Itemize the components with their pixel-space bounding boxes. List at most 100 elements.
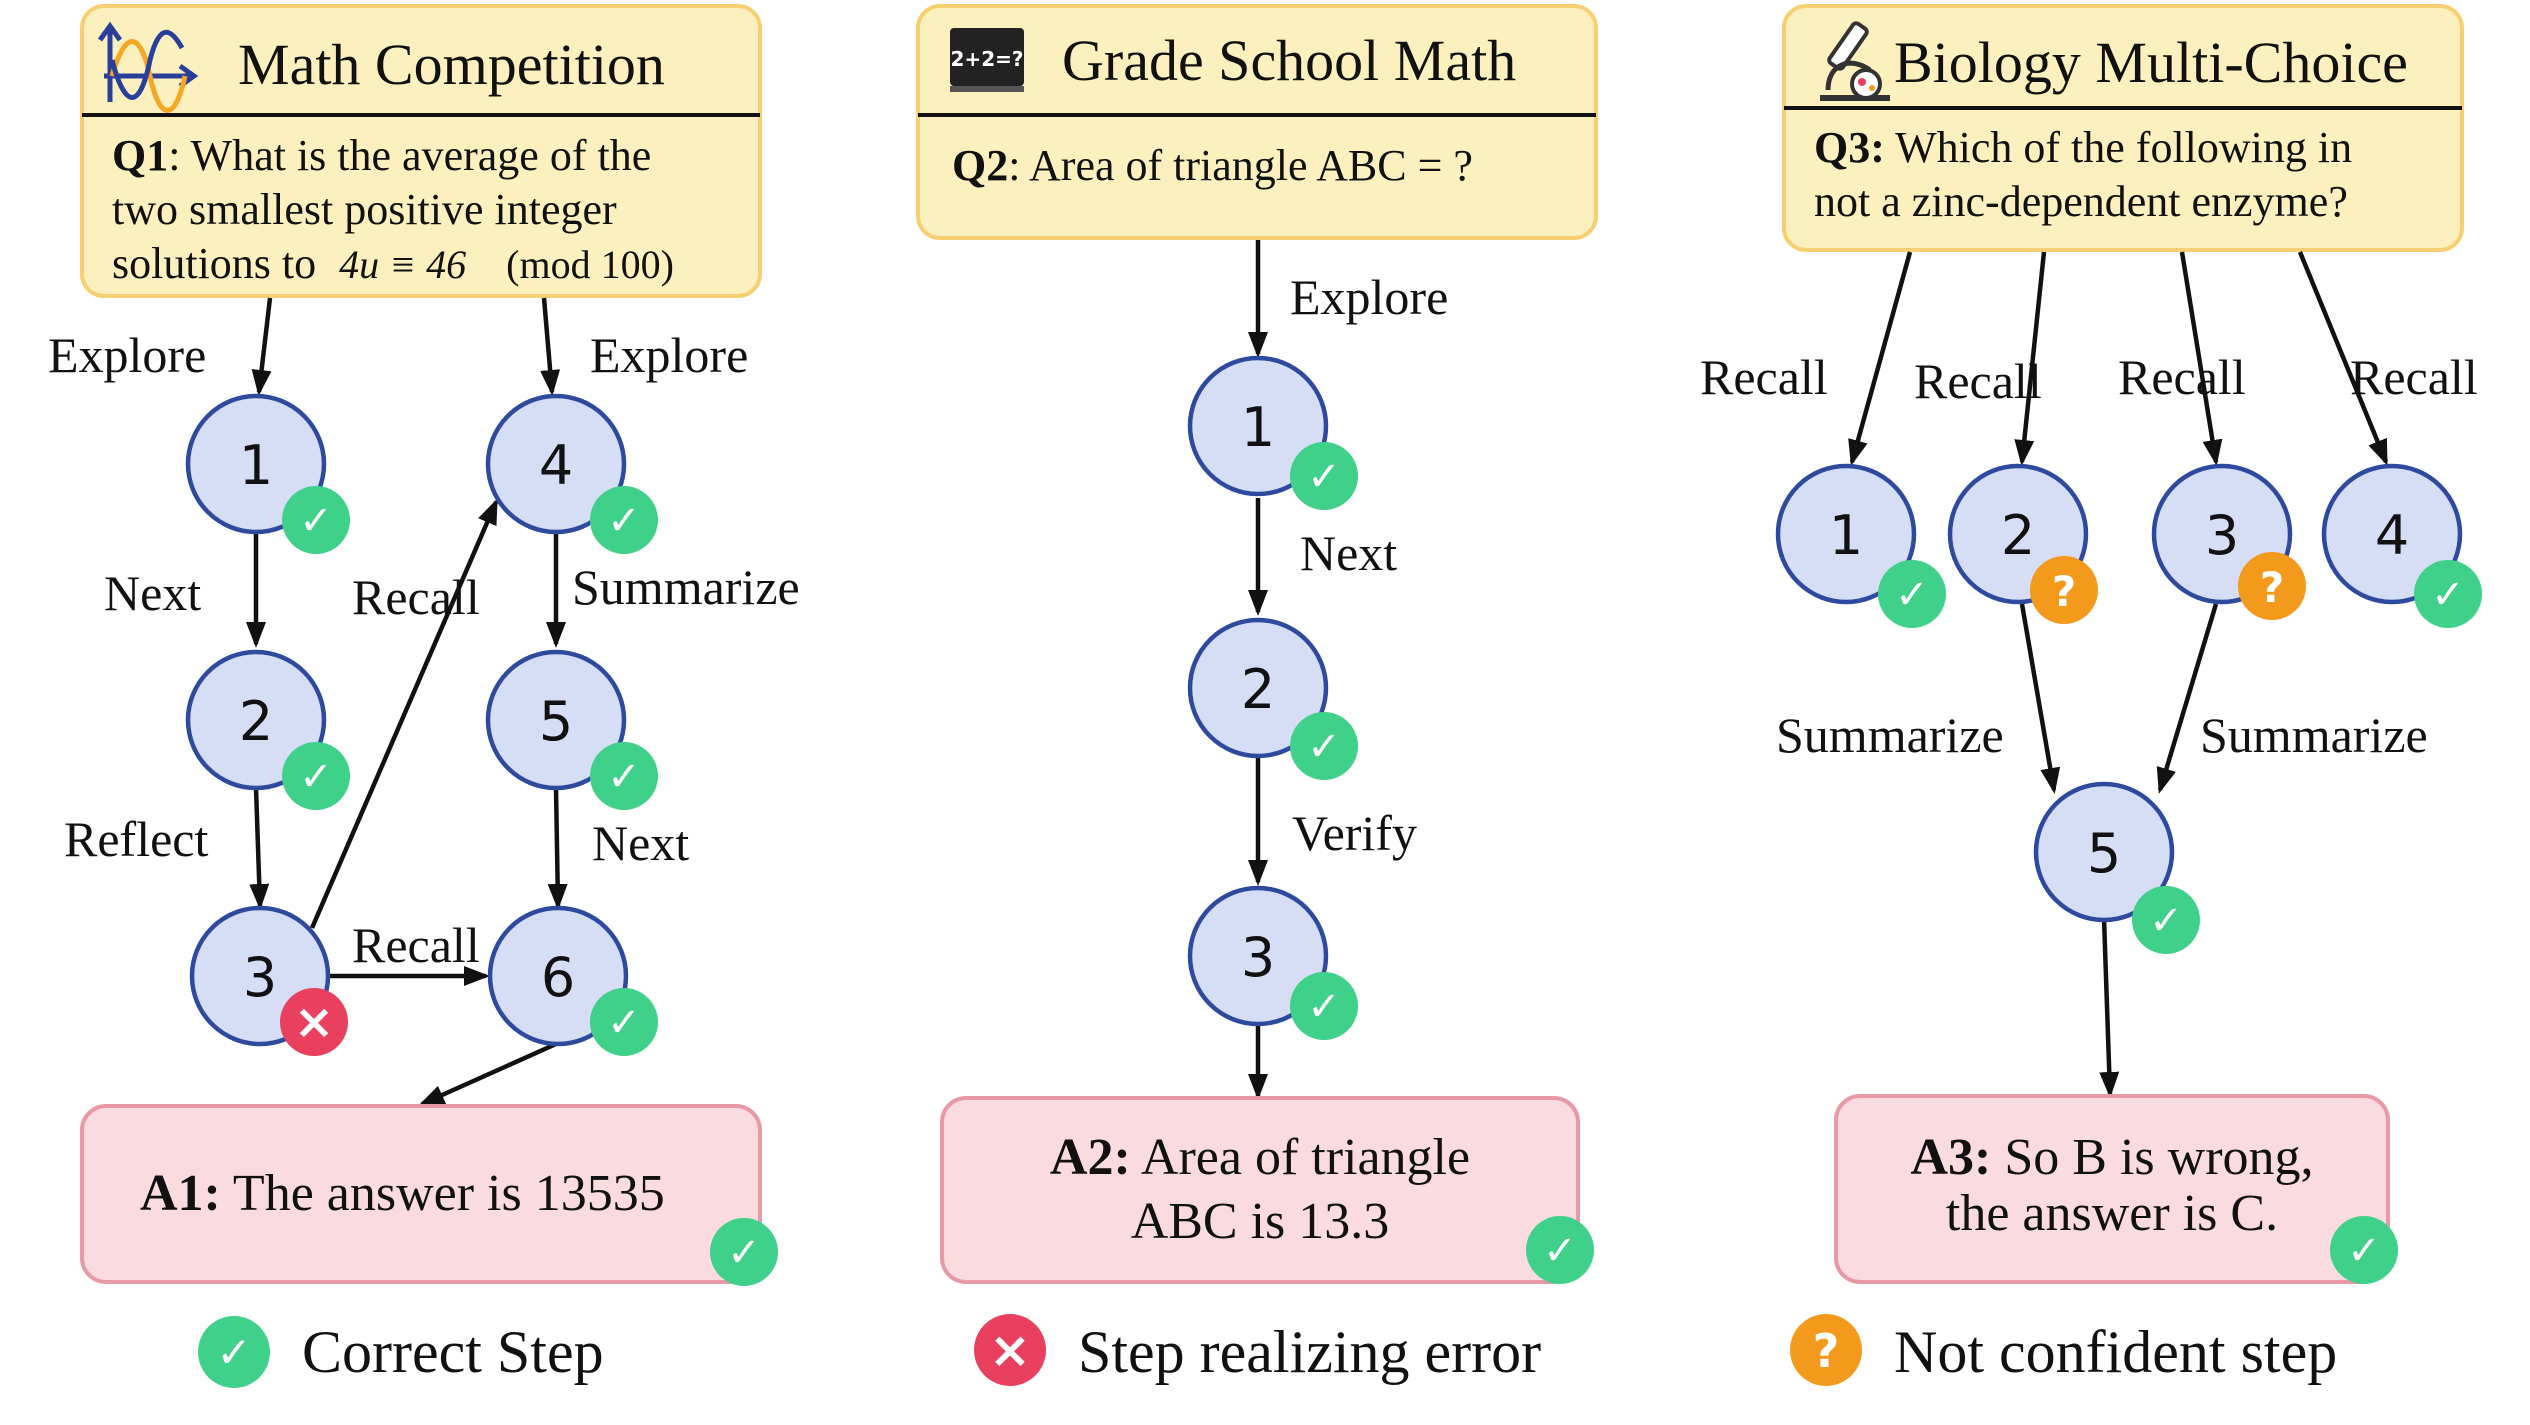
edge-q3-to-3: [2179, 251, 2223, 466]
edge-label-explore: Explore: [590, 327, 748, 383]
svg-text:✓: ✓: [299, 498, 333, 544]
svg-text:5: 5: [539, 690, 573, 753]
question-text-line-2: not a zinc-dependent enzyme?: [1814, 177, 2348, 226]
edge-label-summarize: Summarize: [1776, 707, 2004, 763]
svg-text:✓: ✓: [1307, 984, 1341, 1030]
edge-label-reflect: Reflect: [64, 811, 208, 867]
correct-check-icon: ✓: [590, 742, 658, 810]
edge-label-next: Next: [592, 815, 689, 871]
svg-text:✓: ✓: [1895, 572, 1929, 618]
svg-text:✓: ✓: [607, 754, 641, 800]
microscope-icon: [1820, 21, 1890, 101]
step-node: 2: [1187, 617, 1329, 759]
question-box-q1: [80, 4, 762, 298]
answer-text-line-1: A3: So B is wrong,: [1910, 1129, 2313, 1186]
answer-box-a1: [80, 1104, 762, 1284]
question-text-line-1: Q3: Which of the following in: [1814, 123, 2352, 172]
svg-text:✓: ✓: [727, 1230, 761, 1276]
panel-grade-school-math: 2+2=? Grade School Math Q2: Area of tria…: [916, 4, 1598, 1284]
edge-5-to-a3: [2099, 917, 2120, 1098]
step-node: 2: [185, 649, 327, 791]
correct-check-icon: ✓: [590, 486, 658, 554]
answer-text-line-2: the answer is C.: [1946, 1185, 2278, 1242]
correct-check-icon: ✓: [2132, 886, 2200, 954]
answer-box-a3: [1834, 1094, 2390, 1284]
svg-text:✓: ✓: [607, 1000, 641, 1046]
svg-text:×: ×: [989, 1321, 1031, 1379]
edge-3-to-4: [309, 498, 499, 929]
svg-text:✓: ✓: [2431, 572, 2465, 618]
correct-check-icon: ✓: [198, 1316, 270, 1388]
edge-q1-to-4: [540, 297, 561, 396]
correct-check-icon: ✓: [1526, 1216, 1594, 1284]
svg-text:✓: ✓: [607, 498, 641, 544]
svg-text:1: 1: [239, 434, 273, 497]
question-box-q2: [916, 4, 1598, 240]
edge-label-recall: Recall: [1700, 349, 1828, 405]
edge-label-recall: Recall: [352, 569, 480, 625]
step-node: 1: [185, 393, 327, 535]
correct-check-icon: ✓: [282, 742, 350, 810]
legend-item-correct: ✓ Correct Step: [198, 1316, 604, 1388]
correct-check-icon: ✓: [2414, 560, 2482, 628]
sine-wave-icon: [97, 21, 199, 113]
svg-text:?: ?: [2260, 563, 2284, 612]
legend-label: Not confident step: [1894, 1319, 2337, 1385]
question-mark-icon: ?: [2030, 556, 2098, 624]
correct-check-icon: ✓: [2330, 1216, 2398, 1284]
svg-text:✓: ✓: [2347, 1228, 2381, 1274]
legend: ✓ Correct Step × Step realizing error ? …: [198, 1314, 2337, 1388]
answer-text-line-1: A2: Area of triangle: [1050, 1129, 1470, 1186]
svg-text:3: 3: [1241, 926, 1275, 989]
question-text-line-1: Q1: What is the average of the: [112, 131, 651, 180]
edge-label-recall: Recall: [2350, 349, 2478, 405]
error-cross-icon: ×: [280, 988, 348, 1056]
step-node: 1: [1187, 355, 1329, 497]
edge-3-to-5: [2156, 603, 2219, 794]
correct-check-icon: ✓: [1290, 442, 1358, 510]
svg-text:?: ?: [2052, 567, 2076, 616]
svg-text:✓: ✓: [2149, 898, 2183, 944]
panel-math-competition: Math Competition Q1: What is the average…: [48, 4, 800, 1286]
correct-check-icon: ✓: [710, 1218, 778, 1286]
svg-text:×: ×: [294, 994, 334, 1050]
correct-check-icon: ✓: [590, 988, 658, 1056]
edge-q1-to-1: [251, 297, 273, 396]
svg-text:3: 3: [243, 946, 277, 1009]
edge-q3-to-4: [2297, 251, 2389, 466]
answer-text: A1: The answer is 13535: [140, 1165, 665, 1222]
question-text-line-2: two smallest positive integer: [112, 185, 617, 234]
svg-text:6: 6: [541, 946, 575, 1009]
correct-check-icon: ✓: [1290, 712, 1358, 780]
edge-2-to-5: [2019, 603, 2061, 794]
panel-title: Math Competition: [238, 32, 665, 97]
edge-6-to-a1: [418, 1041, 557, 1107]
svg-text:1: 1: [1241, 396, 1275, 459]
answer-box-a2: [940, 1096, 1580, 1284]
edge-q3-to-2: [2014, 251, 2047, 466]
edge-label-recall: Recall: [2118, 349, 2246, 405]
legend-label: Step realizing error: [1078, 1319, 1541, 1385]
svg-text:2: 2: [2001, 504, 2035, 567]
svg-text:✓: ✓: [1307, 724, 1341, 770]
edge-label-recall: Recall: [1914, 353, 2042, 409]
correct-check-icon: ✓: [1290, 972, 1358, 1040]
edge-label-summarize: Summarize: [2200, 707, 2428, 763]
edge-label-next: Next: [104, 565, 201, 621]
svg-text:5: 5: [2087, 822, 2121, 885]
step-node: 6: [487, 905, 629, 1047]
svg-text:4: 4: [539, 434, 573, 497]
legend-item-error: × Step realizing error: [974, 1314, 1541, 1386]
panel-title: Biology Multi-Choice: [1894, 30, 2408, 95]
edge-label-summarize: Summarize: [572, 559, 800, 615]
panel-title: Grade School Math: [1062, 28, 1516, 93]
error-cross-icon: ×: [974, 1314, 1046, 1386]
question-text-line-3: solutions to 4u ≡ 46(mod 100): [112, 239, 674, 288]
correct-check-icon: ✓: [282, 486, 350, 554]
step-node: 5: [485, 649, 627, 791]
legend-item-unsure: ? Not confident step: [1790, 1314, 2337, 1386]
correct-check-icon: ✓: [1878, 560, 1946, 628]
svg-text:✓: ✓: [1307, 454, 1341, 500]
svg-text:✓: ✓: [299, 754, 333, 800]
